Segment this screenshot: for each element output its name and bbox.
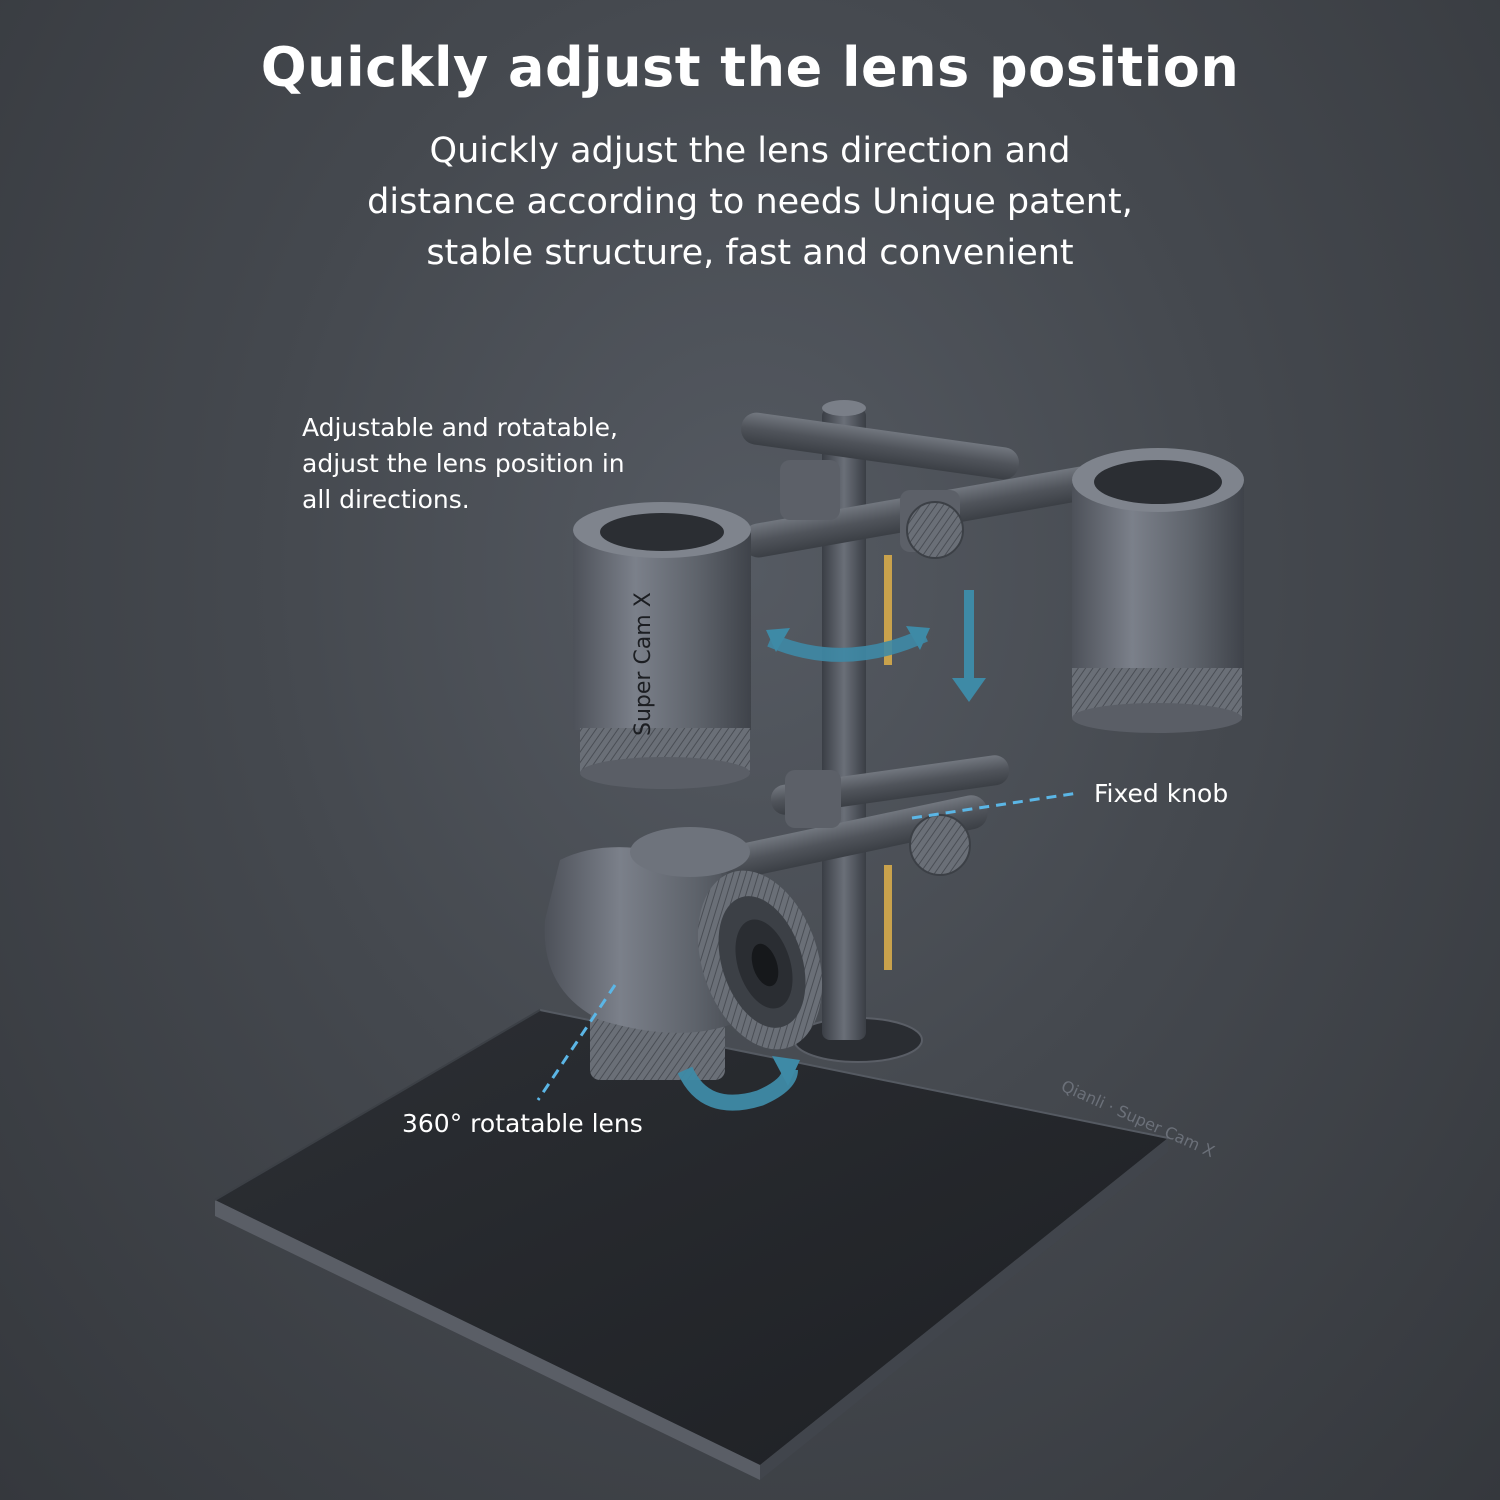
camera-model-label: Super Cam X (631, 592, 656, 736)
rotatable-lens-callout: 360° rotatable lens (402, 1109, 643, 1138)
lens-rotate-arrow-icon (677, 1056, 800, 1111)
rotatable-lens-leader-line (536, 984, 617, 1101)
fixed-knob-callout: Fixed knob (1094, 779, 1229, 808)
subtitle-line: distance according to needs Unique paten… (367, 182, 1133, 222)
page-title: Quickly adjust the lens position (260, 36, 1240, 99)
callout-line: Adjustable and rotatable, (302, 413, 619, 442)
vertical-pole (822, 400, 866, 1040)
upper-cross-bar (741, 412, 1098, 665)
lower-fixed-knob (909, 814, 971, 876)
fixed-knob-leader-line (911, 791, 1079, 820)
left-camera: Super Cam X (573, 502, 751, 789)
brass-pin (884, 865, 892, 970)
brass-pin (884, 555, 892, 665)
down-arrow-icon (952, 590, 986, 702)
bottom-camera (544, 827, 823, 1080)
page-subtitle: Quickly adjust the lens direction and di… (300, 126, 1200, 279)
base-plate: Qianli · Super Cam X (214, 1009, 1218, 1480)
subtitle-line: Quickly adjust the lens direction and (429, 131, 1071, 171)
upper-fixed-knob (906, 501, 964, 559)
subtitle-line: stable structure, fast and convenient (426, 233, 1074, 273)
right-camera (1072, 448, 1244, 733)
callout-line: all directions. (302, 485, 470, 514)
callout-line: adjust the lens position in (302, 449, 625, 478)
rotate-arrow-icon (766, 626, 930, 662)
adjustable-callout: Adjustable and rotatable, adjust the len… (302, 410, 625, 518)
